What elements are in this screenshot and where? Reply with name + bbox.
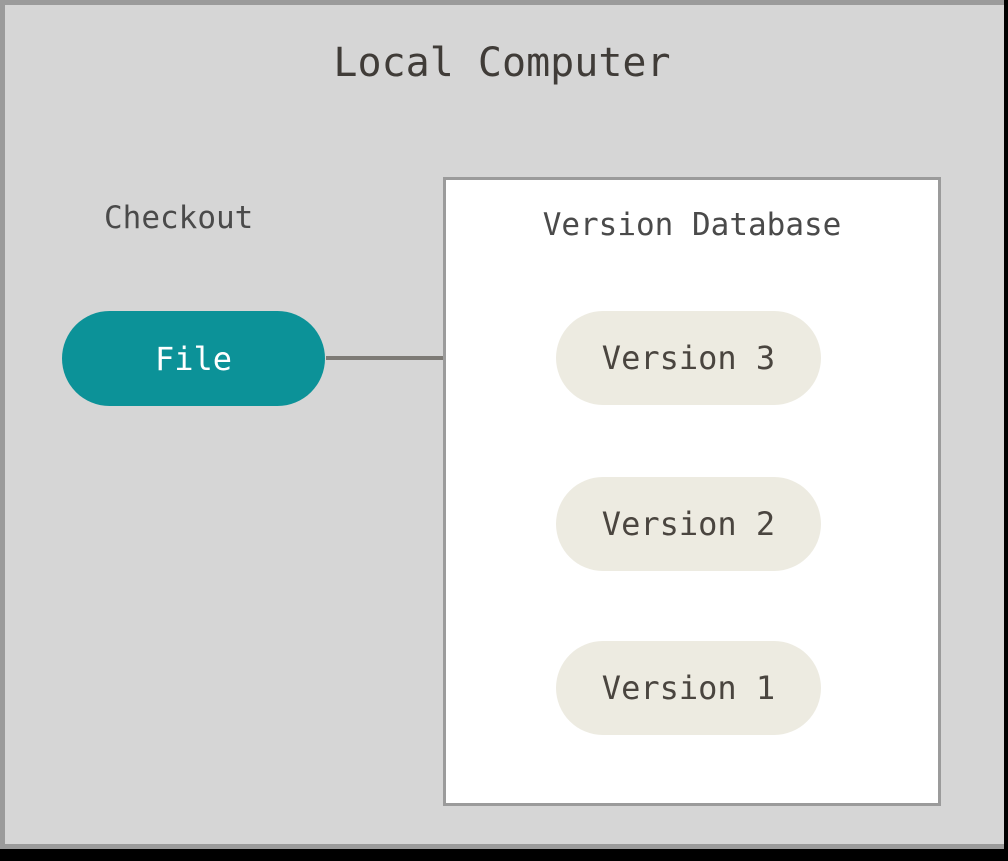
node-version-2[interactable]: Version 2 (556, 477, 821, 571)
checkout-label: Checkout (104, 200, 254, 236)
node-file[interactable]: File (62, 311, 325, 406)
page-title: Local Computer (333, 40, 671, 86)
connector-file-to-version-3 (326, 356, 559, 360)
node-version-3[interactable]: Version 3 (556, 311, 821, 405)
version-database-title: Version Database (542, 207, 842, 243)
node-version-1[interactable]: Version 1 (556, 641, 821, 735)
